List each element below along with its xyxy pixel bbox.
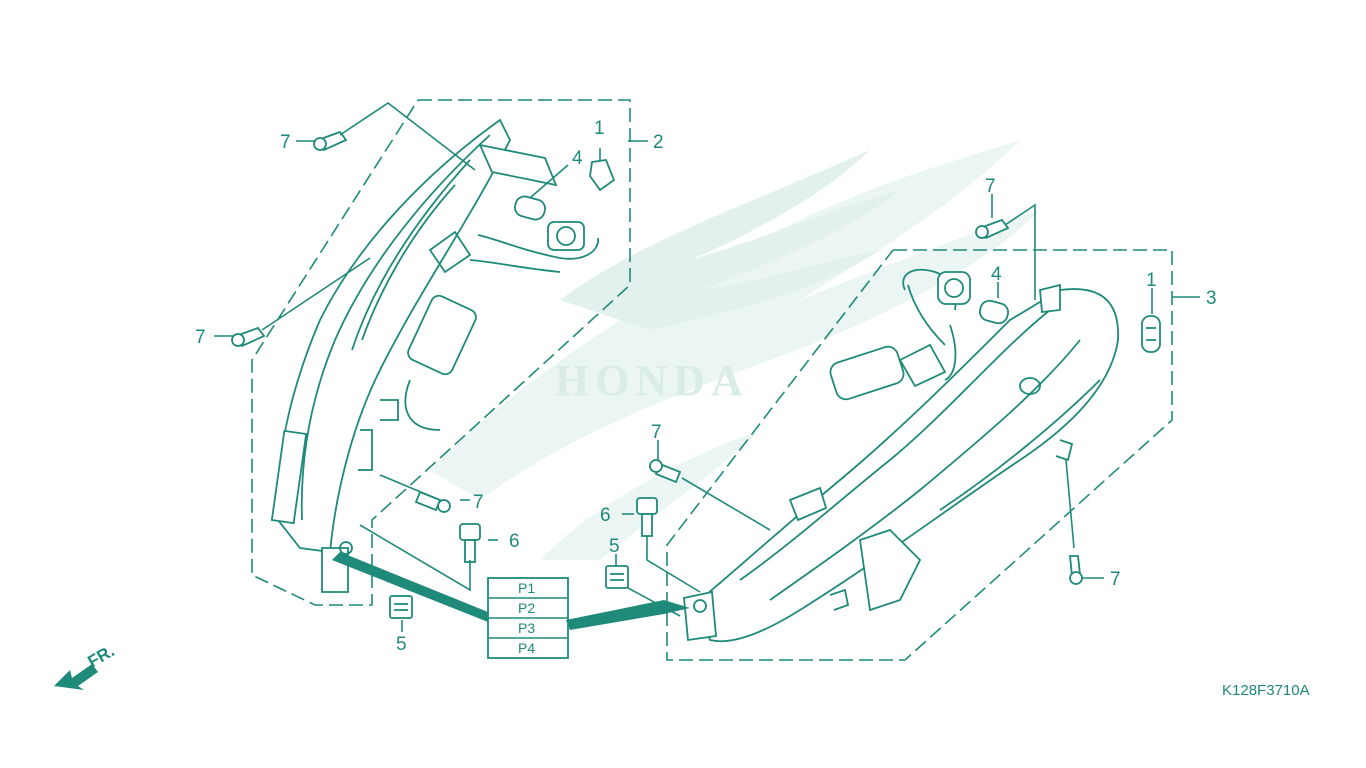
right-turn-signal-housing (683, 283, 1119, 643)
left-assembly-boundary (251, 99, 631, 606)
left-callout-7-lower: 7 (473, 492, 484, 513)
paint-code-p3: P3 (518, 620, 535, 636)
left-screw-top (313, 130, 348, 152)
right-callout-3: 3 (1206, 288, 1217, 309)
front-direction-arrow-icon: FR. (54, 641, 118, 690)
left-bulb-socket (404, 221, 599, 431)
paint-code-table: P1 P2 P3 P4 (487, 577, 569, 659)
left-callout-5: 5 (396, 634, 407, 655)
paint-code-p1: P1 (518, 580, 535, 596)
left-clip (589, 159, 616, 192)
left-screw-lower (414, 490, 451, 513)
paint-code-p2: P2 (518, 600, 535, 616)
honda-watermark-text: HONDA (555, 356, 749, 405)
left-callout-6: 6 (509, 531, 520, 552)
right-callout-7-top: 7 (985, 176, 996, 197)
left-bulb (514, 195, 546, 221)
honda-wing-watermark: HONDA (430, 140, 1040, 560)
left-callout-7-top: 7 (280, 132, 291, 153)
left-bolt (459, 523, 481, 563)
right-assembly-boundary (666, 249, 1173, 661)
right-clip-nut (605, 565, 629, 589)
right-screw-lower (1069, 555, 1083, 585)
right-callout-1: 1 (1146, 270, 1157, 291)
left-turn-signal-housing (270, 118, 558, 593)
paint-code-p4: P4 (518, 640, 535, 656)
right-callout-7-lower: 7 (1110, 569, 1121, 590)
drawing-code: K128F3710A (1222, 682, 1310, 699)
right-screw-mid (649, 459, 682, 484)
right-bulb-socket (829, 268, 971, 401)
right-clip (1141, 315, 1161, 353)
left-leader-lines (214, 102, 648, 632)
left-callout-7-side: 7 (195, 327, 206, 348)
left-callout-2: 2 (653, 132, 664, 153)
left-screw-side (231, 326, 266, 348)
right-callout-5: 5 (609, 536, 620, 557)
right-callout-4: 4 (991, 264, 1002, 285)
right-callout-7-mid: 7 (651, 422, 662, 443)
right-callout-6: 6 (600, 505, 611, 526)
left-callout-4: 4 (572, 148, 583, 169)
right-bulb (979, 299, 1009, 325)
right-screw-top (975, 218, 1010, 240)
left-callout-1: 1 (594, 118, 605, 139)
right-bolt (636, 497, 658, 537)
left-clip-nut (389, 595, 413, 619)
paint-code-arrows (332, 552, 690, 630)
